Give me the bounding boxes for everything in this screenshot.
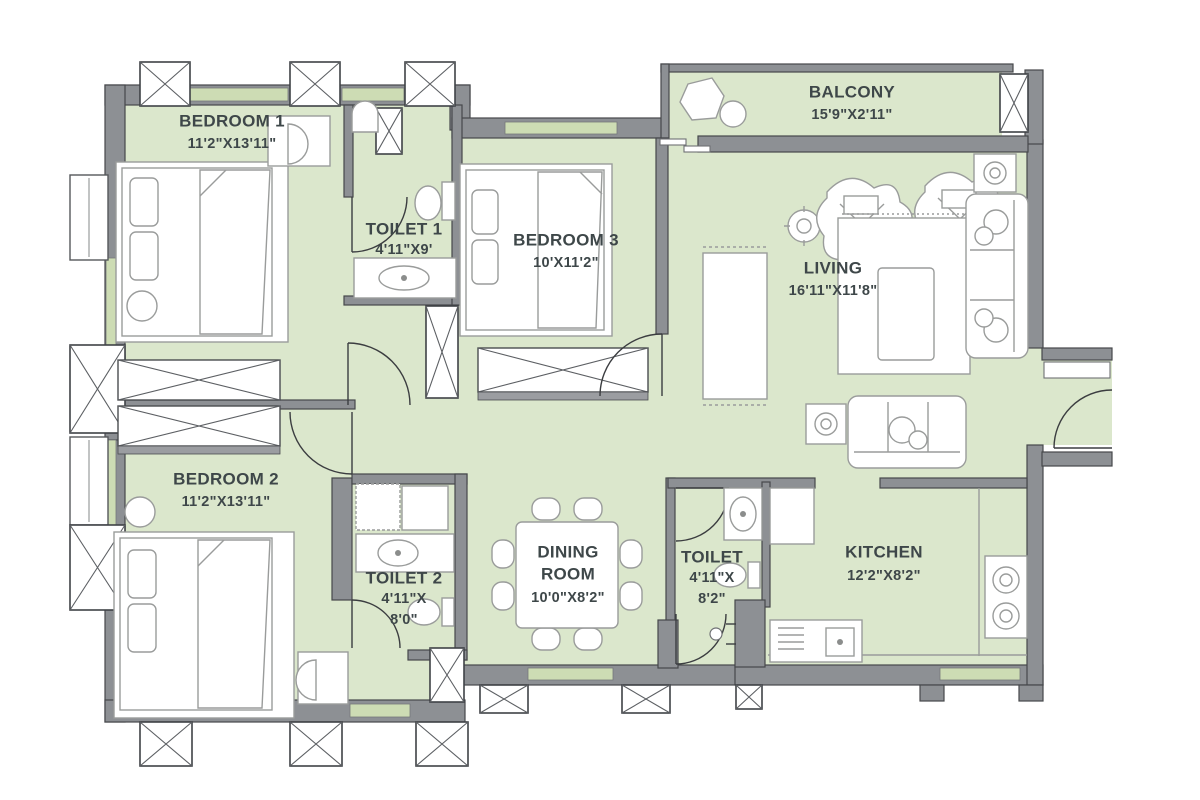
bed-bedroom3: [459, 163, 613, 337]
wardrobe-bedroom3: [477, 347, 649, 401]
label-living-size: 16'11"X11'8": [788, 282, 878, 299]
label-toilet2-size2: 8'0": [390, 611, 418, 628]
column: [415, 721, 469, 767]
coffee-table: [877, 267, 935, 361]
bay-window-left-bedroom2: [69, 436, 109, 526]
label-toilet2-size1: 4'11"X: [381, 590, 427, 607]
label-toilet3-size2: 8'2": [698, 590, 726, 607]
label-toilet1-size: 4'11"X9': [375, 241, 433, 258]
column: [139, 721, 193, 767]
door-toilet2: [351, 599, 401, 649]
column: [479, 684, 529, 714]
bay-window-left-bedroom1: [69, 174, 109, 261]
label-kitchen-name: KITCHEN: [845, 542, 923, 562]
wardrobe-bedroom2: [117, 405, 281, 455]
toilet1-fixtures: [351, 100, 457, 299]
column: [69, 344, 126, 434]
label-bedroom1-size: 11'2"X13'11": [187, 135, 277, 152]
wardrobe-bedroom1: [117, 359, 281, 401]
bed-bedroom2: [113, 531, 295, 719]
tv-unit: [702, 246, 768, 406]
column: [621, 684, 671, 714]
door-bedroom1: [347, 342, 411, 406]
lamp-table-bottom-left: [805, 403, 847, 445]
main-entry-door: [1043, 361, 1113, 449]
door-toilet1: [351, 196, 408, 253]
label-bedroom3-name: BEDROOM 3: [513, 230, 619, 250]
label-bedroom2-name: BEDROOM 2: [173, 469, 279, 489]
label-balcony-name: BALCONY: [808, 82, 896, 102]
label-bedroom1-name: BEDROOM 1: [179, 111, 285, 131]
balcony-plant: [679, 77, 747, 128]
label-dining-name2: ROOM: [540, 564, 596, 584]
dresser-bedroom2: [295, 651, 349, 705]
label-kitchen-size: 12'2"X8'2": [847, 567, 921, 584]
door-toilet-bottom: [675, 613, 736, 665]
dresser-bedroom1: [267, 115, 331, 167]
stool-bedroom1: [126, 290, 158, 322]
sofa-bottom: [847, 395, 967, 469]
door-bedroom2: [289, 411, 353, 475]
label-bedroom2-size: 11'2"X13'11": [181, 493, 271, 510]
column: [289, 721, 343, 767]
side-table-round: [784, 206, 824, 246]
label-toilet2-name: TOILET 2: [365, 568, 443, 588]
label-dining-name1: DINING: [537, 542, 599, 562]
column: [404, 61, 456, 107]
column: [139, 61, 191, 107]
label-toilet3-name: TOILET: [681, 547, 743, 567]
toilet2-fixtures: [355, 483, 455, 627]
door-bedroom3: [599, 333, 663, 397]
kitchen-fixtures: [768, 487, 1028, 663]
label-toilet1-name: TOILET 1: [365, 219, 443, 239]
column: [289, 61, 341, 107]
shaft: [425, 305, 459, 399]
column: [735, 684, 763, 710]
dining-set: [491, 497, 643, 651]
column: [999, 73, 1029, 133]
label-balcony-size: 15'9"X2'11": [811, 106, 893, 123]
stool-bedroom2: [124, 496, 156, 528]
label-dining-size: 10'0"X8'2": [531, 589, 605, 606]
toilet3-fixtures: [713, 487, 763, 589]
sofa-right: [965, 193, 1029, 359]
lamp-table-top-right: [973, 153, 1017, 193]
label-bedroom3-size: 10'X11'2": [533, 254, 599, 271]
label-living-name: LIVING: [803, 258, 863, 278]
shaft: [429, 647, 465, 703]
balcony-sliding-door: [659, 138, 711, 153]
shaft: [375, 107, 403, 155]
label-toilet3-size1: 4'11"X: [689, 569, 735, 586]
